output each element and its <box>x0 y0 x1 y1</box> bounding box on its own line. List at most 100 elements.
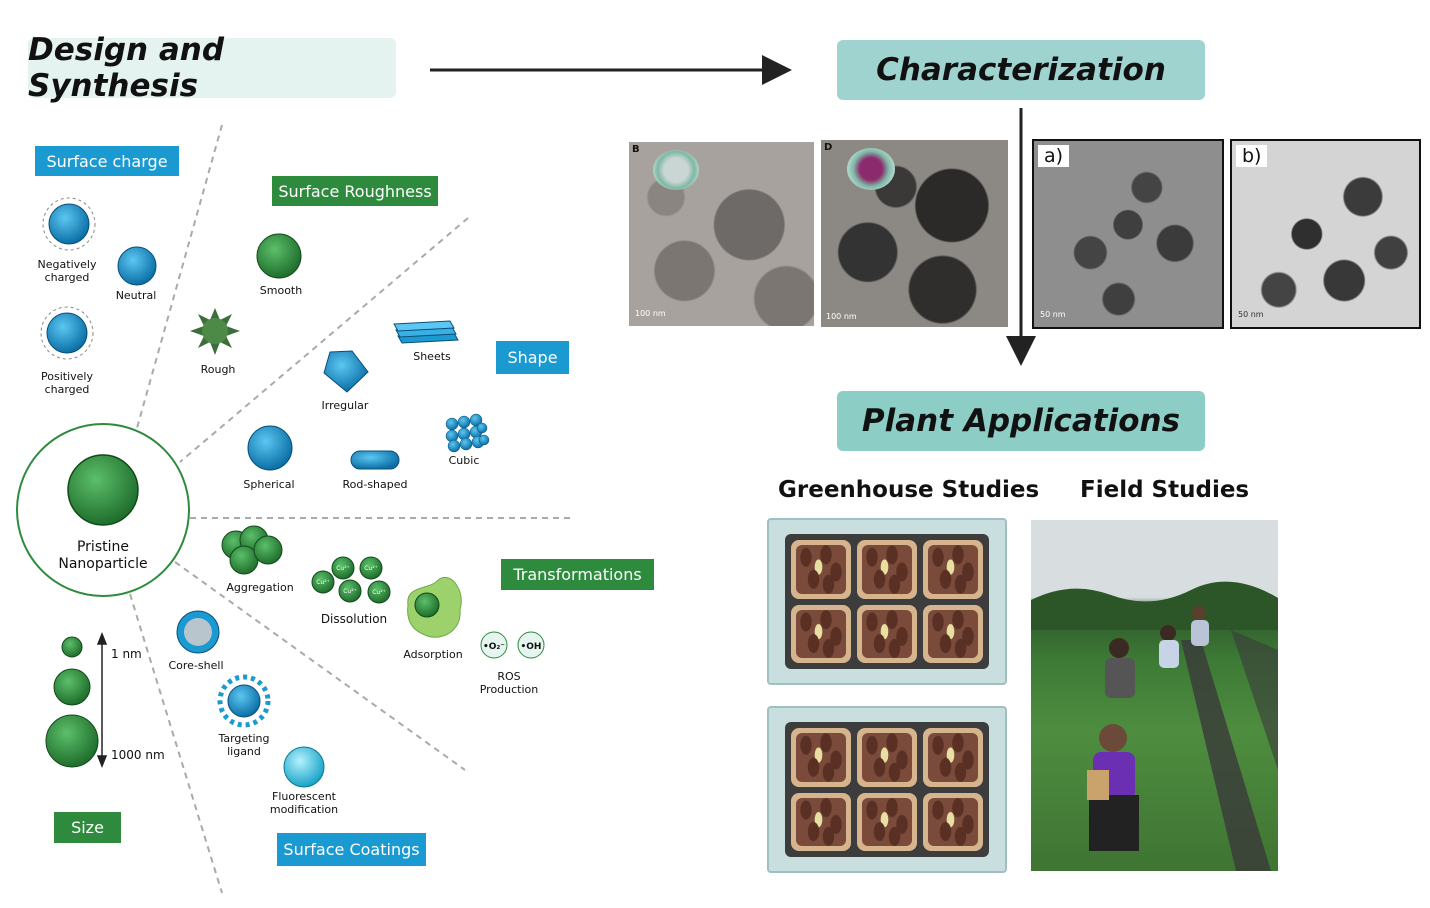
micrograph-d: D 100 nm <box>821 140 1008 327</box>
plant-pot <box>791 540 851 599</box>
micrograph-scale: 50 nm <box>1040 310 1066 319</box>
size-large-particle-icon <box>45 714 99 768</box>
shape-label: Shape <box>507 348 558 367</box>
negatively-charged-label: Negatively charged <box>37 258 97 284</box>
copper-ion-label: Cu²⁺ <box>336 565 350 572</box>
irregular-shape-icon <box>323 350 369 393</box>
plant-pot <box>857 792 917 851</box>
smooth-particle-icon <box>256 233 302 279</box>
plant-pot <box>791 792 851 851</box>
core-shell-icon <box>176 610 220 654</box>
spherical-label: Spherical <box>243 478 295 491</box>
greenhouse-tray-bottom <box>767 706 1007 873</box>
irregular-label: Irregular <box>321 399 369 412</box>
micrograph-scale: 100 nm <box>635 309 666 318</box>
surface-charge-label: Surface charge <box>46 151 168 171</box>
fluorescent-modification-label: Fluorescent modification <box>269 790 339 816</box>
tray-inner <box>785 722 989 857</box>
micrograph-label: b) <box>1236 145 1268 167</box>
copper-ion-label: Cu²⁺ <box>364 565 378 572</box>
adsorption-label: Adsorption <box>403 648 463 661</box>
size-tag: Size <box>54 812 121 843</box>
dissolution-icon <box>311 556 391 604</box>
pristine-nanoparticle-icon <box>67 454 139 526</box>
targeting-ligand-label: Targeting ligand <box>218 732 270 758</box>
adsorption-icon <box>407 577 462 638</box>
copper-ion-label: Cu²⁺ <box>372 589 386 596</box>
surface-coatings-tag: Surface Coatings <box>277 833 426 866</box>
divider-line <box>136 124 223 429</box>
divider-line <box>174 561 466 771</box>
superoxide-label: •O₂⁻ <box>483 642 505 652</box>
micrograph-inset-icon <box>847 148 895 190</box>
field-photo-scene <box>1031 581 1278 871</box>
surface-roughness-label: Surface Roughness <box>278 181 432 201</box>
surface-charge-tag: Surface charge <box>35 146 179 176</box>
targeting-ligand-icon <box>217 674 271 728</box>
design-synthesis-title: Design and Synthesis <box>28 32 225 104</box>
ros-icon <box>480 631 545 659</box>
rod-shape-icon <box>350 450 400 470</box>
tray-inner <box>785 534 989 669</box>
cubic-shape-icon <box>445 413 490 453</box>
ros-production-label: ROS Production <box>479 670 539 696</box>
plant-pot <box>791 728 851 787</box>
size-medium-particle-icon <box>53 668 91 706</box>
plant-pot <box>923 728 983 787</box>
plant-pot <box>923 792 983 851</box>
micrograph-label: a) <box>1038 145 1070 167</box>
micrograph-b-lower: b) 50 nm <box>1230 139 1421 329</box>
micrograph-inset-icon <box>653 150 699 190</box>
sheets-label: Sheets <box>413 350 451 363</box>
surface-roughness-tag: Surface Roughness <box>272 176 438 206</box>
smooth-label: Smooth <box>259 284 303 297</box>
copper-ion-label: Cu²⁺ <box>343 588 357 595</box>
sheets-shape-icon <box>393 320 459 344</box>
copper-ion-label: Cu²⁺ <box>316 579 330 586</box>
size-label: Size <box>71 818 104 837</box>
aggregation-icon <box>221 525 283 575</box>
micrograph-a: a) 50 nm <box>1032 139 1224 329</box>
core-shell-label: Core-shell <box>168 659 224 672</box>
size-1nm-label: 1 nm <box>111 647 142 661</box>
plant-pot <box>857 540 917 599</box>
spherical-shape-icon <box>247 425 293 471</box>
plant-pot <box>923 604 983 663</box>
greenhouse-studies-title: Greenhouse Studies <box>778 477 1040 503</box>
plant-pot <box>791 604 851 663</box>
field-study-photo <box>1031 520 1278 871</box>
transformations-tag: Transformations <box>501 559 654 590</box>
fluorescent-particle-icon <box>283 746 325 788</box>
greenhouse-tray-top <box>767 518 1007 685</box>
plant-applications-title: Plant Applications <box>861 403 1181 439</box>
neutral-label: Neutral <box>115 289 157 302</box>
rough-label: Rough <box>200 363 236 376</box>
size-1000nm-label: 1000 nm <box>111 748 165 762</box>
divider-line <box>129 593 223 894</box>
plant-pot <box>857 728 917 787</box>
neutral-particle-icon <box>117 246 157 286</box>
rough-particle-icon <box>190 308 240 355</box>
field-studies-title: Field Studies <box>1080 477 1250 503</box>
micrograph-label: B <box>632 144 640 155</box>
transformations-label: Transformations <box>513 565 642 584</box>
micrograph-label: D <box>824 142 833 153</box>
characterization-title: Characterization <box>876 52 1166 88</box>
design-synthesis-header: Design and Synthesis <box>28 32 396 104</box>
characterization-header: Characterization <box>837 40 1205 100</box>
rod-shaped-label: Rod-shaped <box>342 478 408 491</box>
positively-charged-particle-icon <box>40 306 94 360</box>
size-small-particle-icon <box>61 636 83 658</box>
micrograph-scale: 100 nm <box>826 312 857 321</box>
hydroxyl-label: •OH <box>521 642 542 652</box>
plant-applications-header: Plant Applications <box>837 391 1205 451</box>
pristine-nanoparticle-label: Pristine Nanoparticle <box>58 539 148 572</box>
positively-charged-label: Positively charged <box>41 370 93 396</box>
cubic-label: Cubic <box>448 454 480 467</box>
surface-coatings-label: Surface Coatings <box>283 840 420 859</box>
size-scale-arrow <box>96 631 108 769</box>
aggregation-label: Aggregation <box>226 581 294 594</box>
plant-pot <box>923 540 983 599</box>
